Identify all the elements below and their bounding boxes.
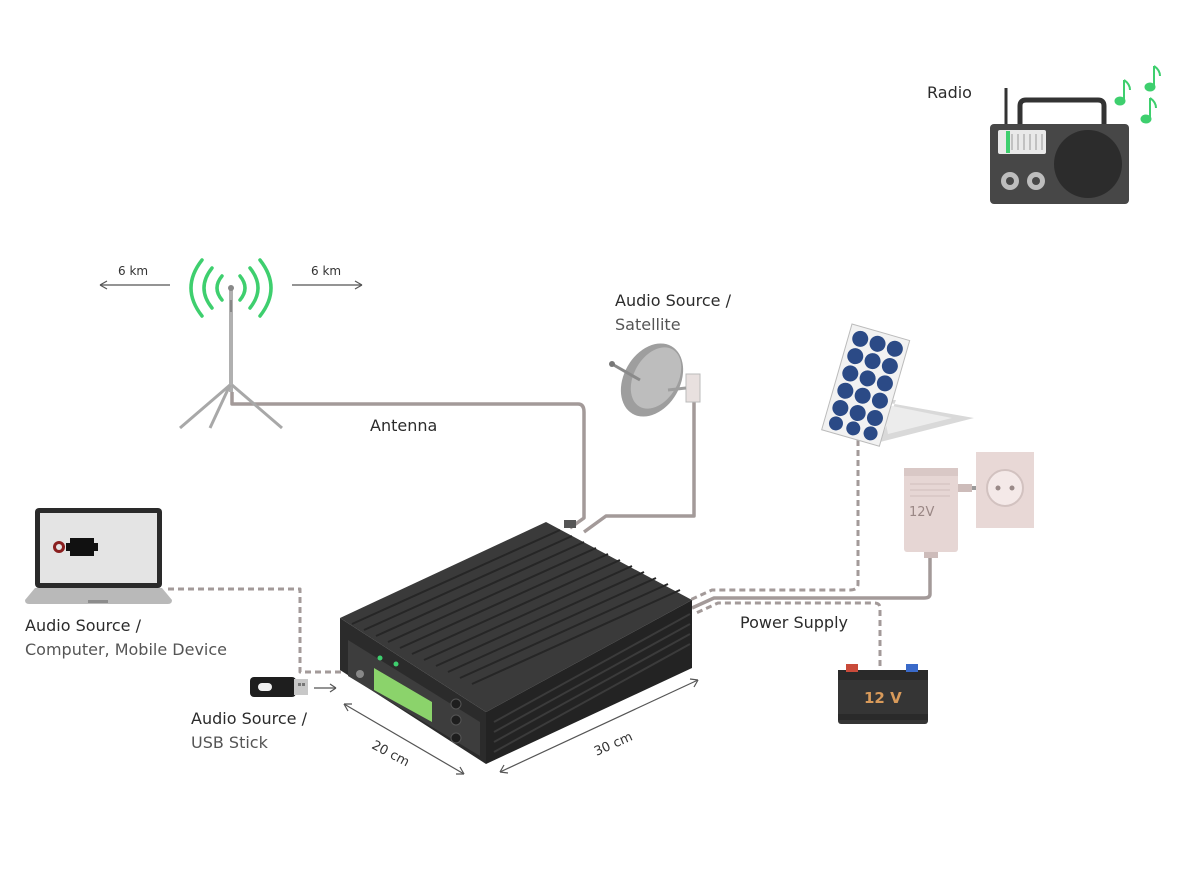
adapter-cable — [691, 552, 932, 610]
range-right-label: 6 km — [311, 264, 342, 278]
satellite-source-sub: Satellite — [615, 315, 681, 334]
battery-icon — [838, 664, 928, 724]
laptop-icon — [25, 508, 172, 604]
power-adapter-icon — [904, 468, 976, 558]
radio-icon — [990, 88, 1129, 204]
usb-source-sub: USB Stick — [191, 733, 268, 752]
music-note-icon — [1114, 65, 1161, 124]
transmitter-device-icon — [340, 520, 692, 764]
satellite-cable — [582, 400, 696, 534]
depth-dimension-arrow — [343, 703, 465, 775]
antenna-tower-icon — [179, 285, 283, 430]
satellite-source-title: Audio Source / — [615, 291, 731, 310]
adapter-voltage-label: 12V — [909, 505, 935, 520]
satellite-dish-icon — [609, 343, 701, 417]
signal-waves-icon — [189, 258, 273, 318]
antenna-cable — [230, 392, 586, 530]
wall-socket-icon — [976, 452, 1034, 528]
radio-label: Radio — [927, 83, 972, 102]
range-right-arrow — [292, 280, 363, 290]
computer-source-title: Audio Source / — [25, 616, 141, 635]
width-dimension-arrow — [499, 678, 699, 774]
battery-cable — [693, 601, 882, 666]
usb-source-title: Audio Source / — [191, 709, 307, 728]
computer-audio-cable — [168, 587, 345, 674]
power-supply-label: Power Supply — [740, 613, 848, 632]
computer-source-sub: Computer, Mobile Device — [25, 640, 227, 659]
usb-insert-arrow — [314, 683, 337, 693]
solar-cable — [689, 440, 860, 602]
range-left-label: 6 km — [118, 264, 149, 278]
range-left-arrow — [99, 280, 170, 290]
battery-voltage-label: 12 V — [864, 689, 902, 707]
antenna-label: Antenna — [370, 416, 438, 435]
usb-stick-icon — [250, 677, 308, 697]
solar-panel-icon — [821, 323, 974, 447]
